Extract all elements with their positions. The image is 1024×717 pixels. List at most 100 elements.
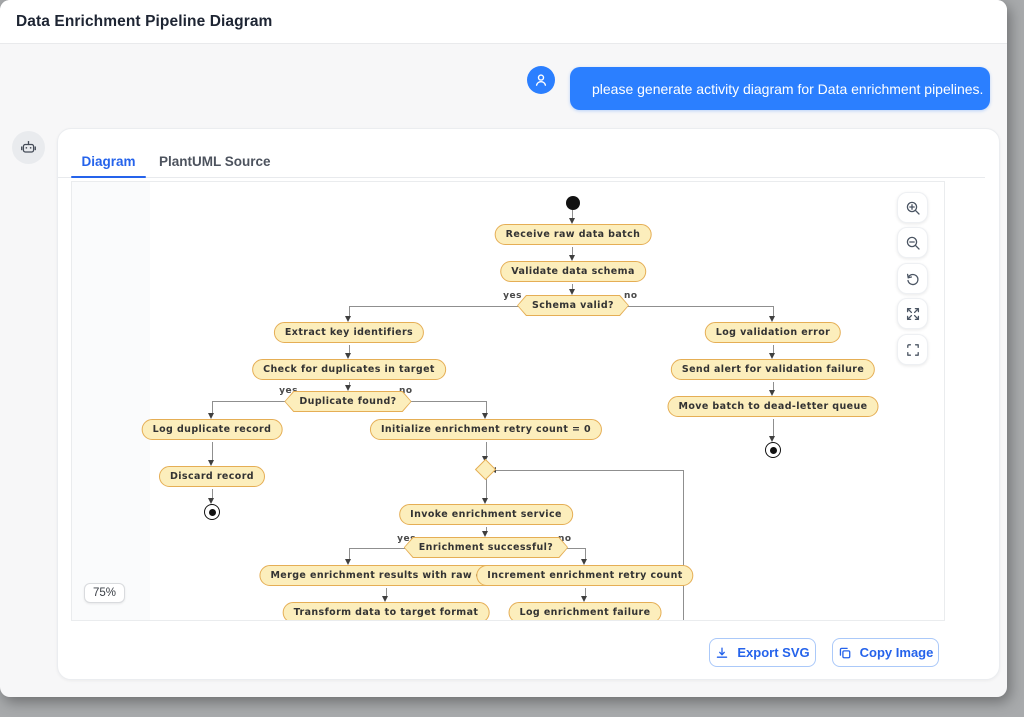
node-send-alert: Send alert for validation failure <box>670 359 876 380</box>
branch-label-yes: yes <box>503 291 522 301</box>
copy-image-label: Copy Image <box>859 645 934 660</box>
node-invoke-enrichment-service: Invoke enrichment service <box>399 504 573 525</box>
node-validate-data-schema: Validate data schema <box>500 261 646 282</box>
connector-line <box>585 588 586 597</box>
connector-line <box>349 306 526 307</box>
connector-line <box>585 548 586 560</box>
connector-line <box>212 442 213 461</box>
copy-image-button[interactable]: Copy Image <box>832 638 939 667</box>
robot-icon <box>20 139 37 156</box>
app-window: Data Enrichment Pipeline Diagram please … <box>0 0 1007 697</box>
expand-icon <box>905 306 921 322</box>
decision-schema-valid-label: Schema valid? <box>518 296 628 315</box>
decision-enrichment-successful-label: Enrichment successful? <box>405 538 567 557</box>
assistant-avatar <box>12 131 45 164</box>
node-move-batch-dead-letter: Move batch to dead-letter queue <box>667 396 879 417</box>
arrow-head <box>569 289 575 295</box>
connector-line <box>486 527 487 532</box>
node-log-duplicate-record: Log duplicate record <box>141 419 283 440</box>
node-initialize-retry-count: Initialize enrichment retry count = 0 <box>369 419 603 440</box>
reset-icon <box>905 271 921 287</box>
tab-diagram-label: Diagram <box>81 154 136 169</box>
connector-line <box>349 382 350 386</box>
arrow-head <box>769 353 775 359</box>
decision-duplicate-found-label: Duplicate found? <box>285 392 410 411</box>
node-log-enrichment-failure: Log enrichment failure <box>508 602 662 620</box>
export-svg-label: Export SVG <box>737 645 810 660</box>
loop-connector-line <box>496 470 684 471</box>
connector-line <box>212 401 301 402</box>
end-node-dot <box>208 508 216 516</box>
start-node <box>566 196 580 210</box>
arrow-head <box>345 559 351 565</box>
node-extract-key-identifiers: Extract key identifiers <box>273 322 425 343</box>
user-avatar <box>527 66 555 94</box>
node-check-for-duplicates: Check for duplicates in target <box>252 359 446 380</box>
connector-line <box>572 284 573 290</box>
expand-button[interactable] <box>897 298 928 329</box>
node-transform-data: Transform data to target format <box>282 602 490 620</box>
arrow-head <box>208 460 214 466</box>
node-receive-raw-data-batch: Receive raw data batch <box>494 224 652 245</box>
fit-to-screen-button[interactable] <box>897 334 928 365</box>
branch-label-no: no <box>558 534 572 544</box>
zoom-in-button[interactable] <box>897 192 928 223</box>
arrow-head <box>482 531 488 537</box>
arrow-head <box>208 498 214 504</box>
download-icon <box>715 646 729 660</box>
arrow-head <box>208 413 214 419</box>
arrow-head <box>769 436 775 442</box>
node-log-validation-error: Log validation error <box>704 322 842 343</box>
node-merge-enrichment-results: Merge enrichment results with raw data <box>259 565 513 586</box>
user-icon <box>533 72 549 88</box>
arrow-head <box>581 596 587 602</box>
arrow-head <box>769 390 775 396</box>
zoom-in-icon <box>905 200 921 216</box>
connector-line <box>553 548 585 549</box>
connector-line <box>620 306 773 307</box>
branch-label-yes: yes <box>279 386 298 396</box>
end-node <box>204 504 220 520</box>
tab-plantuml-source[interactable]: PlantUML Source <box>146 146 284 177</box>
diagram-card: Diagram PlantUML Source yes <box>57 128 1000 680</box>
connector-line <box>386 588 387 597</box>
decision-duplicate-found: Duplicate found? <box>284 391 411 412</box>
arrow-head <box>769 316 775 322</box>
arrow-head <box>569 218 575 224</box>
arrow-head <box>345 353 351 359</box>
fit-to-screen-icon <box>905 342 921 358</box>
connector-line <box>773 306 774 317</box>
connector-line <box>349 306 350 317</box>
connector-line <box>773 419 774 437</box>
arrow-head <box>345 316 351 322</box>
tab-plantuml-label: PlantUML Source <box>159 154 271 169</box>
connector-line <box>572 247 573 256</box>
active-tab-indicator <box>71 175 146 178</box>
arrow-head <box>569 255 575 261</box>
tabs-bar: Diagram PlantUML Source <box>58 146 985 178</box>
reset-view-button[interactable] <box>897 263 928 294</box>
arrow-head <box>482 413 488 419</box>
connector-line <box>349 345 350 354</box>
connector-line <box>773 382 774 391</box>
arrow-head <box>345 385 351 391</box>
loop-connector-line <box>683 470 684 620</box>
branch-label-yes: yes <box>397 534 416 544</box>
end-node-dot <box>769 446 777 454</box>
arrow-head <box>382 596 388 602</box>
export-svg-button[interactable]: Export SVG <box>709 638 816 667</box>
node-increment-retry-count: Increment enrichment retry count <box>476 565 694 586</box>
connector-line <box>212 401 213 414</box>
copy-icon <box>838 646 852 660</box>
connector-line <box>486 442 487 457</box>
branch-label-no: no <box>399 386 413 396</box>
decision-schema-valid: Schema valid? <box>517 295 629 316</box>
decision-enrichment-successful: Enrichment successful? <box>404 537 568 558</box>
connector-line <box>572 210 573 220</box>
branch-label-no: no <box>624 291 638 301</box>
diagram-canvas[interactable]: yes no yes no <box>71 181 945 621</box>
tab-diagram[interactable]: Diagram <box>71 146 146 178</box>
arrow-head <box>482 498 488 504</box>
zoom-out-button[interactable] <box>897 227 928 258</box>
node-discard-record: Discard record <box>158 466 266 487</box>
